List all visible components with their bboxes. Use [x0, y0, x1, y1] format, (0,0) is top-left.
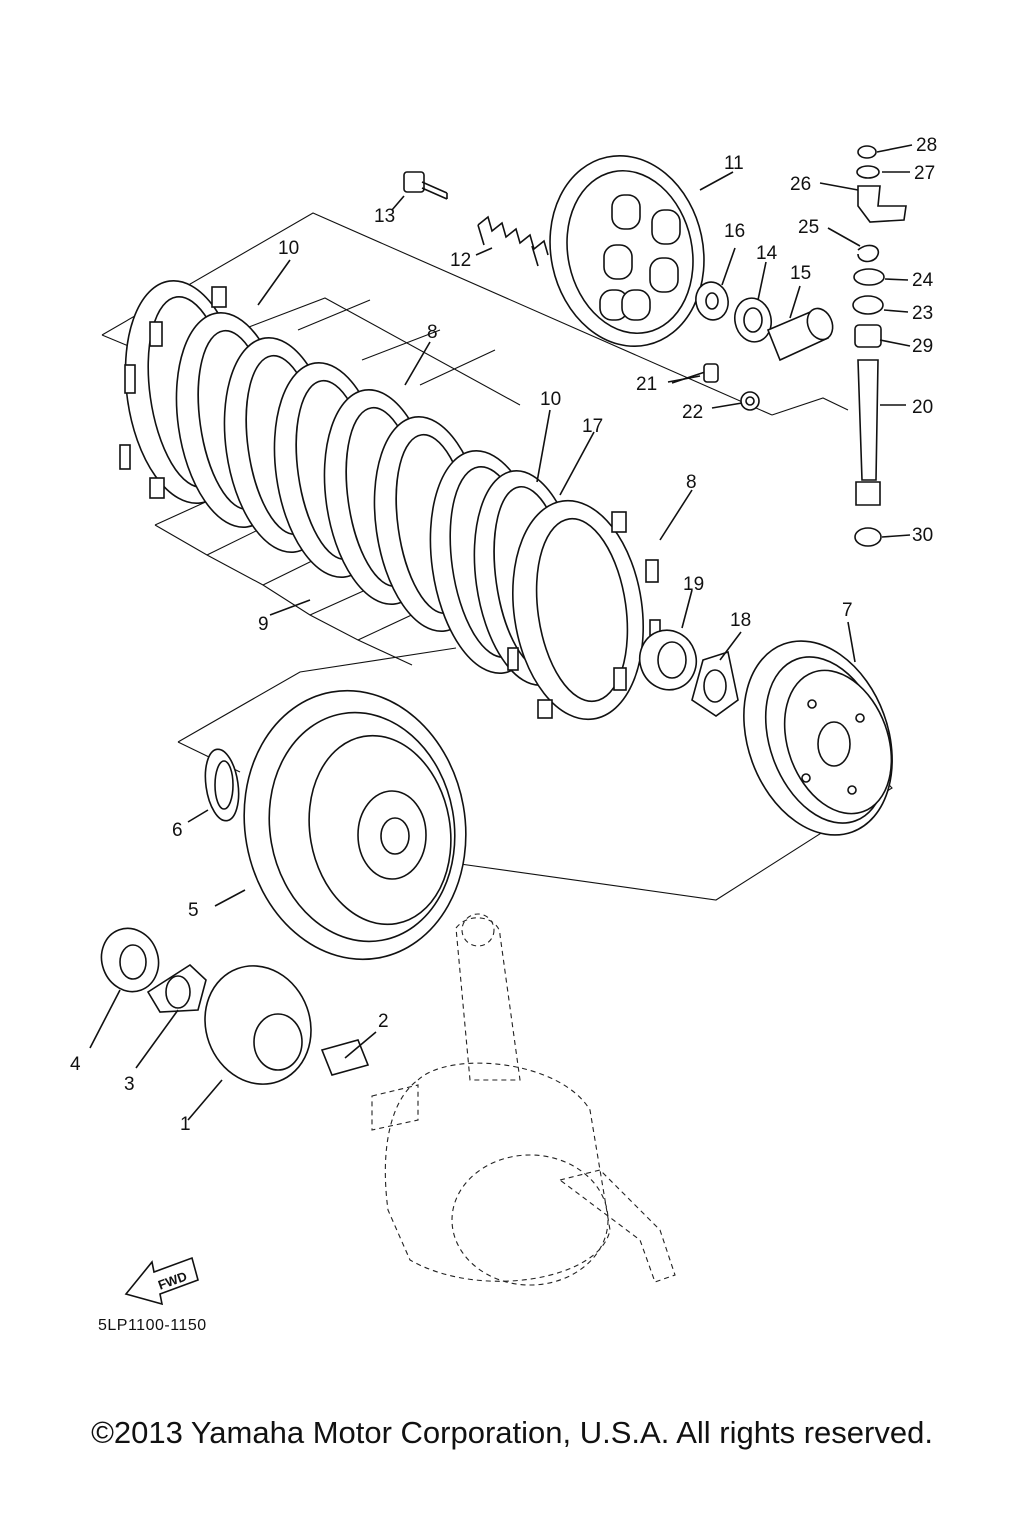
callout-23: 23	[912, 303, 933, 324]
callout-26: 26	[790, 174, 811, 195]
callout-4: 4	[70, 1054, 81, 1075]
callout-16: 16	[724, 221, 745, 242]
clutch-plate-stack	[119, 279, 661, 721]
callout-9: 9	[258, 614, 269, 635]
callout-14: 14	[756, 243, 778, 264]
callout-30: 30	[912, 525, 933, 546]
crankshaft-reference	[371, 913, 676, 1286]
locknut-and-washer	[638, 629, 739, 717]
callout-10-lower: 10	[540, 389, 561, 410]
callout-19: 19	[683, 574, 704, 595]
drawing-code: 5LP1100-1150	[98, 1317, 207, 1334]
callout-28: 28	[916, 135, 937, 156]
callout-21: 21	[636, 374, 657, 395]
callout-3: 3	[124, 1074, 135, 1095]
callout-8-lower: 8	[686, 472, 697, 493]
callout-20: 20	[912, 397, 933, 418]
callout-17: 17	[582, 416, 603, 437]
callout-1: 1	[180, 1114, 191, 1135]
callout-7: 7	[842, 600, 853, 621]
callout-13: 13	[374, 206, 395, 227]
callout-11: 11	[724, 153, 744, 174]
clutch-boss	[743, 640, 893, 836]
callout-15: 15	[790, 263, 811, 284]
clutch-spring	[477, 215, 549, 267]
callout-12: 12	[450, 250, 471, 271]
pressure-plate	[549, 154, 705, 348]
friction-plate-front	[507, 499, 661, 721]
callout-8-upper: 8	[427, 322, 438, 343]
callout-25: 25	[798, 217, 819, 238]
small-parts	[403, 171, 834, 411]
callout-18: 18	[730, 610, 751, 631]
callout-5: 5	[188, 900, 199, 921]
callout-27: 27	[914, 163, 935, 184]
callout-10-upper: 10	[278, 238, 299, 259]
primary-drive-parts	[100, 927, 370, 1085]
callout-22: 22	[682, 402, 703, 423]
callout-24: 24	[912, 270, 934, 291]
callout-29: 29	[912, 336, 933, 357]
callout-labels: 1 2 3 4 5 6 7 8 8 9 10 10 11 12 13 14 15…	[70, 135, 937, 1135]
clutch-housing	[204, 689, 467, 961]
callout-6: 6	[172, 820, 183, 841]
copyright-notice: ©2013 Yamaha Motor Corporation, U.S.A. A…	[91, 1415, 933, 1450]
push-lever-shaft	[852, 145, 907, 547]
fwd-arrow-icon: FWD	[124, 1256, 199, 1306]
callout-leaders	[89, 144, 913, 1121]
callout-2: 2	[378, 1011, 389, 1032]
